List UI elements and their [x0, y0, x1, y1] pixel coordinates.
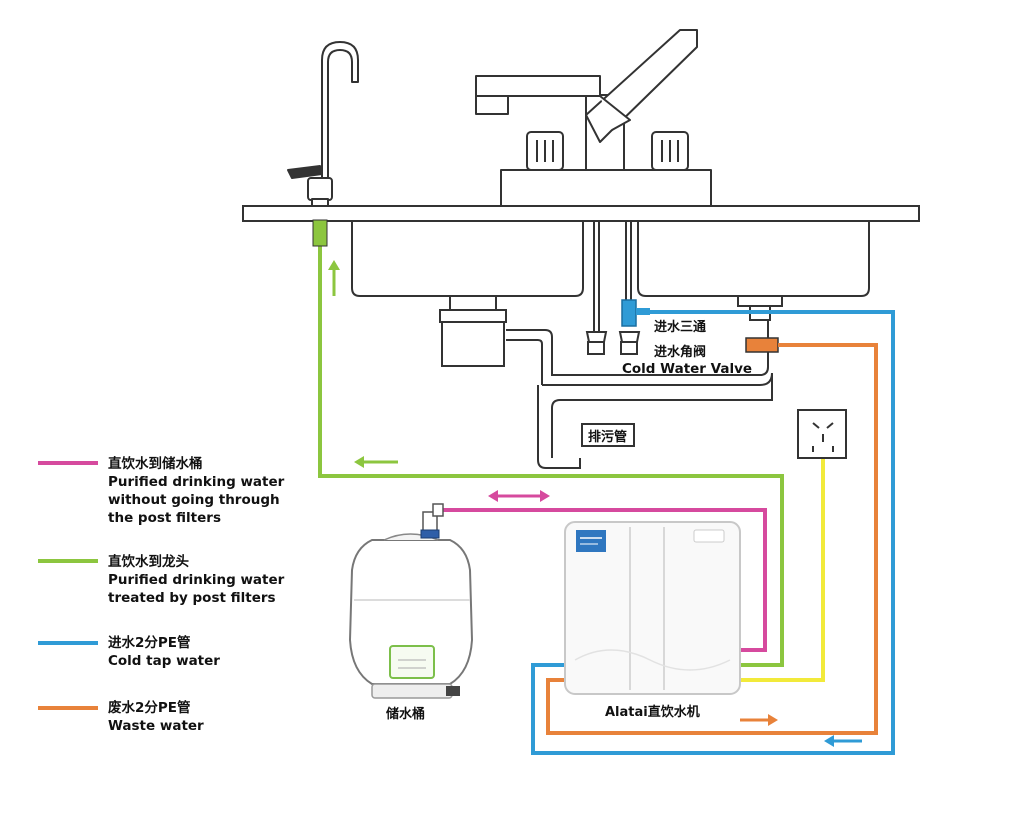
right-sink-drain: [737, 295, 783, 321]
legend-orange-zh: 废水2分PE管: [108, 700, 191, 716]
legend-orange-en1: Waste water: [108, 718, 204, 734]
arrow-pink-both: [488, 490, 550, 502]
sink-basin-left: [351, 221, 584, 297]
arrow-green-left: [354, 456, 398, 468]
drain-pipe-label: 排污管: [588, 429, 627, 445]
legend-blue-en1: Cold tap water: [108, 653, 220, 669]
angle-valve-label: 进水角阀: [654, 344, 706, 360]
legend-pink-en2: without going through: [108, 492, 280, 508]
kitchen-faucet: [475, 29, 712, 207]
legend-pink-zh: 直饮水到储水桶: [108, 456, 203, 472]
purifier-logo-badge: [576, 530, 606, 552]
legend-pink-en3: the post filters: [108, 510, 221, 526]
arrow-orange-right: [740, 714, 778, 726]
legend-blue-zh: 进水2分PE管: [108, 635, 191, 651]
drain-saddle: [745, 337, 779, 353]
green-tube: [318, 246, 784, 667]
legend-entry-orange: 废水2分PE管 Waste water: [108, 699, 204, 735]
tee-valve-label: 进水三通: [654, 319, 706, 335]
legend-entry-green: 直饮水到龙头 Purified drinking water treated b…: [108, 553, 284, 607]
green-faucet-connector: [312, 219, 328, 247]
pink-tube: [443, 508, 767, 652]
cold-water-valve-label: Cold Water Valve: [622, 361, 752, 377]
legend-entry-pink: 直饮水到储水桶 Purified drinking water without …: [108, 455, 284, 527]
countertop: [242, 205, 920, 222]
purifier-label: Alatai直饮水机: [605, 704, 700, 720]
cold-water-supply: [585, 221, 641, 355]
legend-entry-blue: 进水2分PE管 Cold tap water: [108, 634, 220, 670]
blue-tube: [531, 310, 895, 755]
purifier-unit: [564, 521, 741, 695]
tee-valve: [621, 299, 637, 327]
storage-tank-label: 储水桶: [385, 706, 425, 722]
tee-valve-outlet: [636, 308, 650, 315]
drain-pipe: [537, 373, 773, 469]
power-cable: [740, 458, 825, 682]
legend-green-en2: treated by post filters: [108, 590, 276, 606]
tank-label: [389, 645, 435, 679]
drinking-water-faucet: [287, 41, 359, 207]
storage-tank: [348, 503, 474, 699]
legend-green-zh: 直饮水到龙头: [108, 554, 189, 570]
sink-basin-right: [637, 221, 870, 297]
legend-pink-en1: Purified drinking water: [108, 474, 285, 490]
orange-tube: [546, 343, 878, 735]
legend-green-en1: Purified drinking water: [108, 572, 285, 588]
power-outlet: [797, 409, 847, 459]
arrow-blue-left: [824, 735, 862, 747]
arrow-green-up: [328, 260, 340, 296]
